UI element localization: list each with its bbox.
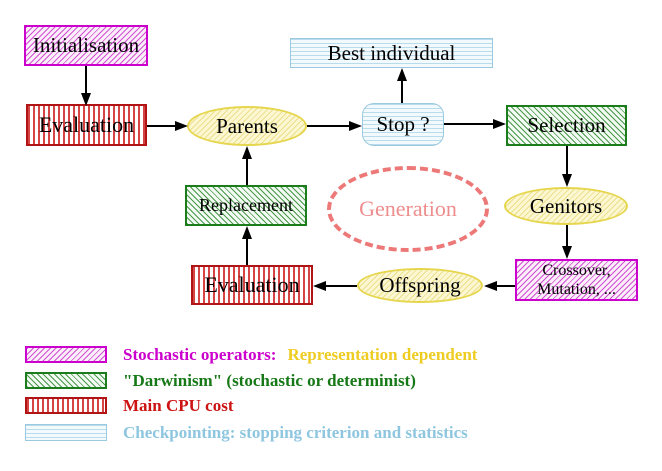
- arrow-line: [147, 125, 175, 127]
- green-diagonal-hatch-swatch: [25, 372, 107, 389]
- arrowhead-left-icon: [313, 281, 326, 291]
- node-initialisation: Initialisation: [24, 25, 148, 66]
- node-stop: Stop ?: [362, 103, 444, 146]
- legend-item-stochastic-operators: Stochastic operators: Representation depe…: [25, 345, 477, 365]
- legend-label-primary: Stochastic operators:: [123, 344, 277, 364]
- arrow-line: [246, 159, 248, 185]
- node-genitors: Genitors: [504, 187, 628, 225]
- arrowhead-up-icon: [397, 68, 407, 81]
- cyan-horizontal-stripes-swatch: [25, 424, 107, 441]
- legend-item-darwinism: "Darwinism" (stochastic or determinist): [25, 370, 416, 390]
- crossover-line1: Crossover,: [542, 262, 611, 279]
- crossover-line2: Mutation, ...: [537, 281, 616, 298]
- arrowhead-up-icon: [242, 226, 252, 239]
- legend-label: Main CPU cost: [123, 395, 234, 415]
- arrow-line: [326, 285, 357, 287]
- arrowhead-right-icon: [349, 121, 362, 131]
- arrowhead-right-icon: [493, 119, 506, 129]
- arrow-line: [497, 285, 515, 287]
- arrowhead-left-icon: [484, 281, 497, 291]
- legend-label-secondary: Representation dependent: [287, 344, 478, 364]
- arrowhead-down-icon: [562, 174, 572, 187]
- arrow-line: [566, 146, 568, 174]
- arrowhead-down-icon: [562, 246, 572, 259]
- arrowhead-down-icon: [81, 93, 91, 106]
- legend-item-checkpointing: Checkpointing: stopping criterion and st…: [25, 422, 468, 442]
- legend-label: "Darwinism" (stochastic or determinist): [123, 370, 416, 390]
- node-crossover-mutation: Crossover, Mutation, ...: [515, 259, 638, 301]
- magenta-diagonal-hatch-swatch: [25, 346, 107, 363]
- legend-item-main-cpu-cost: Main CPU cost: [25, 395, 234, 415]
- node-replacement: Replacement: [185, 185, 307, 226]
- arrow-line: [85, 66, 87, 93]
- node-evaluation-top: Evaluation: [26, 104, 147, 146]
- legend-label: Checkpointing: stopping criterion and st…: [123, 422, 468, 442]
- arrow-line: [444, 123, 493, 125]
- arrow-line: [566, 225, 568, 246]
- node-evaluation-bottom: Evaluation: [191, 265, 313, 305]
- node-offspring: Offspring: [357, 268, 483, 303]
- legend-label: Stochastic operators: Representation depe…: [123, 345, 477, 365]
- arrowhead-up-icon: [242, 146, 252, 159]
- arrow-line: [401, 81, 403, 103]
- node-best-individual: Best individual: [290, 38, 493, 68]
- arrow-line: [307, 125, 349, 127]
- node-selection: Selection: [506, 105, 627, 146]
- node-parents: Parents: [187, 106, 307, 146]
- arrow-line: [246, 239, 248, 265]
- node-generation: Generation: [327, 166, 489, 252]
- red-vertical-stripes-swatch: [25, 397, 107, 414]
- arrowhead-right-icon: [175, 121, 188, 131]
